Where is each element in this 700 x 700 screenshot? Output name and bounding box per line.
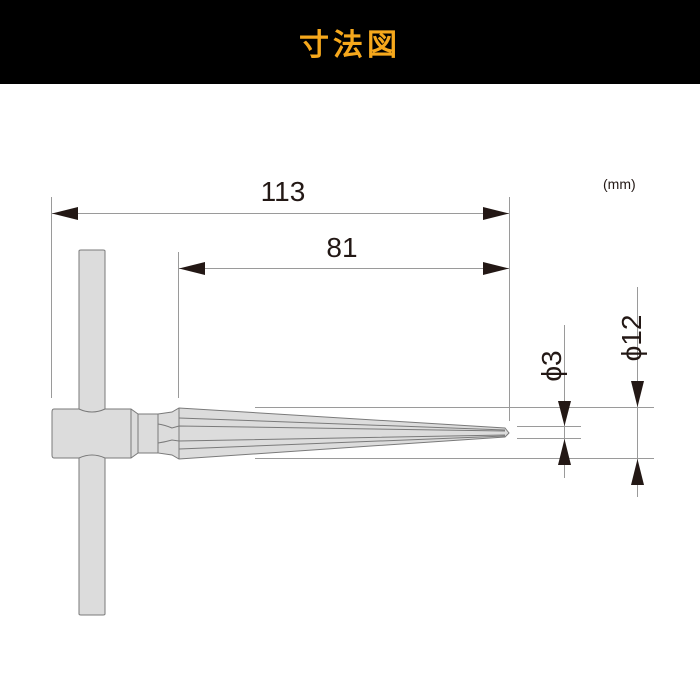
reamer-blade bbox=[157, 407, 510, 460]
dimension-113 bbox=[52, 207, 509, 220]
arrow-down-icon bbox=[558, 401, 571, 426]
dimension-81 bbox=[179, 262, 509, 275]
extension-lines bbox=[51, 197, 654, 459]
t-handle bbox=[78, 249, 106, 616]
arrow-right-icon bbox=[483, 262, 509, 275]
header-bar: 寸法図 bbox=[0, 0, 700, 84]
dimension-phi12 bbox=[631, 287, 644, 497]
arrow-down-icon bbox=[631, 381, 644, 407]
unit-label: (mm) bbox=[603, 176, 636, 192]
dimension-label-81: 81 bbox=[326, 232, 358, 263]
arrow-up-icon bbox=[631, 459, 644, 485]
dimension-label-phi3: ϕ3 bbox=[536, 350, 567, 382]
arrow-left-icon bbox=[52, 207, 78, 220]
arrow-right-icon bbox=[483, 207, 509, 220]
dimension-label-phi12: ϕ12 bbox=[616, 314, 647, 362]
page-title: 寸法図 bbox=[299, 28, 401, 63]
arrow-up-icon bbox=[558, 439, 571, 465]
dimension-phi3 bbox=[558, 325, 571, 478]
arrow-left-icon bbox=[179, 262, 205, 275]
handle-hub bbox=[51, 408, 159, 459]
dimension-label-113: 113 bbox=[260, 176, 306, 207]
